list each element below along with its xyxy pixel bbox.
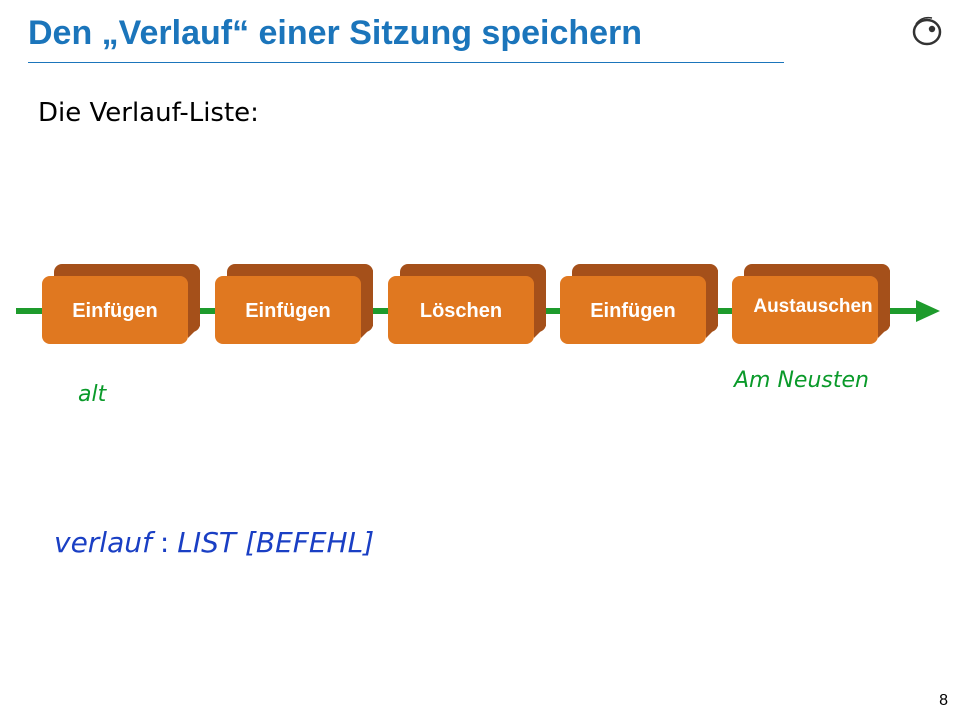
command-box xyxy=(42,276,188,344)
command-box-side xyxy=(534,270,546,338)
title-underline xyxy=(28,62,784,63)
command-box xyxy=(388,276,534,344)
label-newest: Am Neusten xyxy=(734,368,869,393)
command-label: Austauschen xyxy=(753,296,872,317)
declaration-colon: : xyxy=(159,526,170,559)
command-label: Löschen xyxy=(420,300,502,322)
list-heading: Die Verlauf-Liste: xyxy=(38,98,259,128)
command-label: Einfügen xyxy=(590,300,676,322)
page-number: 8 xyxy=(939,692,948,709)
command-box-side xyxy=(878,270,890,338)
command-box-side xyxy=(188,270,200,338)
command-label: Einfügen xyxy=(72,300,158,322)
command-label: Einfügen xyxy=(245,300,331,322)
timeline-arrowhead xyxy=(916,300,940,322)
eiffel-logo-icon xyxy=(912,16,942,46)
declaration-name: verlauf xyxy=(54,526,152,559)
declaration-generic: [BEFEHL] xyxy=(244,526,375,559)
declaration-type: LIST xyxy=(177,526,237,559)
slide-title: Den „Verlauf“ einer Sitzung speichern xyxy=(28,14,643,52)
command-box-side xyxy=(361,270,373,338)
command-box xyxy=(732,276,878,344)
command-box xyxy=(560,276,706,344)
history-declaration: verlauf:LIST [BEFEHL] xyxy=(54,526,374,559)
command-box-side xyxy=(706,270,718,338)
command-box xyxy=(215,276,361,344)
label-old: alt xyxy=(78,382,107,407)
